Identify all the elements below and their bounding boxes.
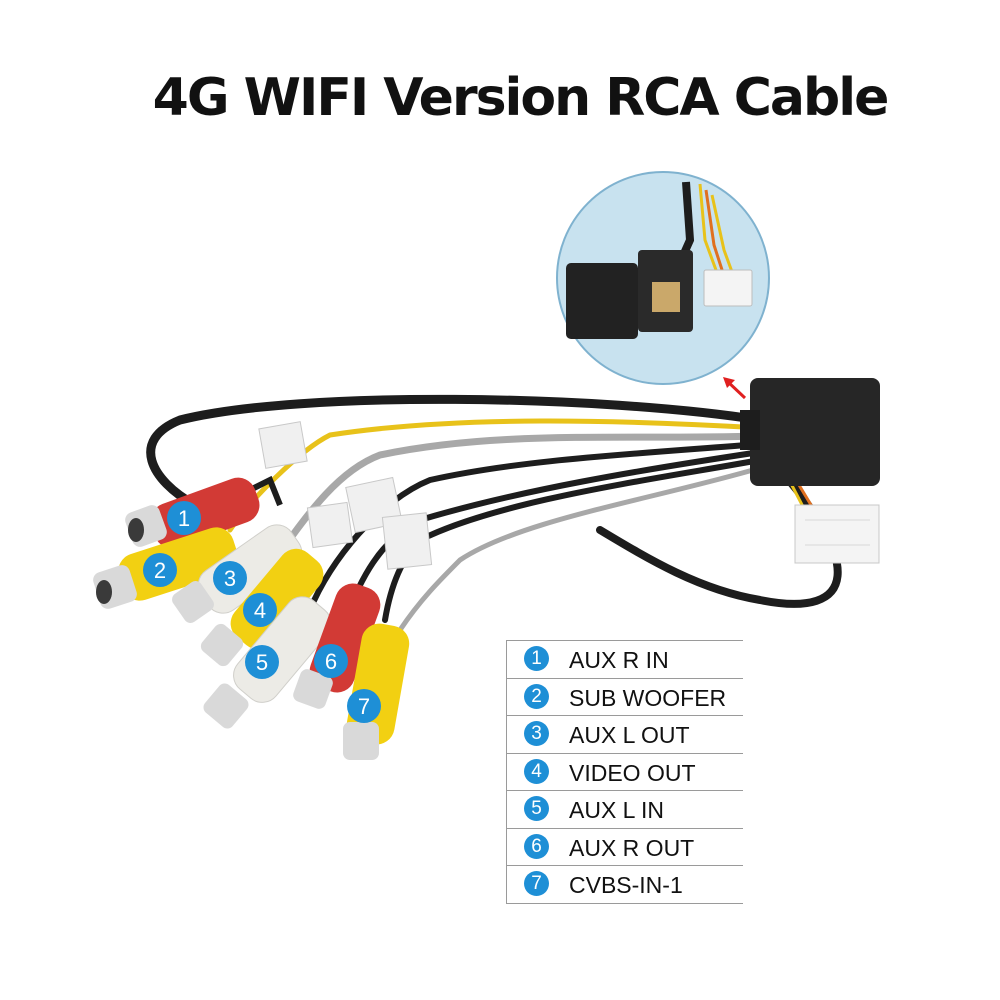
cable-bundle (146, 394, 842, 633)
plug-badge-7: 7 (347, 689, 381, 723)
legend-label: AUX R OUT (569, 834, 695, 861)
legend-row: 1 AUX R IN (507, 640, 743, 678)
svg-text:5: 5 (256, 650, 268, 675)
rca-plug-2 (93, 527, 238, 609)
legend-number-badge: 6 (524, 833, 549, 859)
svg-text:2: 2 (154, 558, 166, 583)
svg-text:3: 3 (224, 566, 236, 591)
legend-table: 1 AUX R IN 2 SUB WOOFER 3 AUX L OUT 4 VI… (506, 640, 743, 904)
plug-badge-4: 4 (243, 593, 277, 627)
svg-text:6: 6 (325, 649, 337, 674)
sim-slot-inset (556, 171, 770, 385)
plug-badge-3: 3 (213, 561, 247, 595)
svg-text:4: 4 (254, 598, 266, 623)
legend-label: AUX R IN (569, 647, 669, 673)
legend-label: VIDEO OUT (569, 759, 696, 786)
plug-badge-2: 2 (143, 553, 177, 587)
legend-row: 7 CVBS-IN-1 (507, 865, 743, 904)
plug-number-badges: 1 2 3 4 5 6 7 (143, 501, 381, 723)
legend-row: 2 SUB WOOFER (507, 677, 743, 716)
inset-connector (703, 269, 753, 307)
plug-badge-6: 6 (314, 644, 348, 678)
legend-number-badge: 2 (524, 683, 549, 709)
arrow-icon (723, 377, 747, 400)
cable-tags (258, 421, 433, 570)
svg-text:7: 7 (358, 694, 370, 719)
legend-row: 6 AUX R OUT (507, 827, 743, 866)
legend-row: 3 AUX L OUT (507, 715, 743, 753)
plug-badge-5: 5 (245, 645, 279, 679)
legend-row: 4 VIDEO OUT (507, 752, 743, 791)
legend-number-badge: 5 (524, 796, 549, 821)
legend-row: 5 AUX L IN (507, 790, 743, 828)
legend-label: AUX L OUT (569, 722, 690, 748)
legend-number-badge: 4 (524, 758, 549, 784)
legend-label: SUB WOOFER (569, 684, 727, 711)
svg-text:1: 1 (178, 506, 190, 531)
sim-cover (566, 263, 638, 339)
legend-number-badge: 7 (524, 871, 549, 896)
legend-number-badge: 1 (524, 646, 549, 671)
main-connector-housing (740, 378, 880, 564)
legend-label: CVBS-IN-1 (569, 872, 683, 898)
legend-label: AUX L IN (569, 797, 665, 823)
white-connector (794, 504, 880, 564)
page-title: 4G WIFI Version RCA Cable (152, 68, 890, 128)
plug-badge-1: 1 (167, 501, 201, 535)
legend-number-badge: 3 (524, 721, 549, 746)
